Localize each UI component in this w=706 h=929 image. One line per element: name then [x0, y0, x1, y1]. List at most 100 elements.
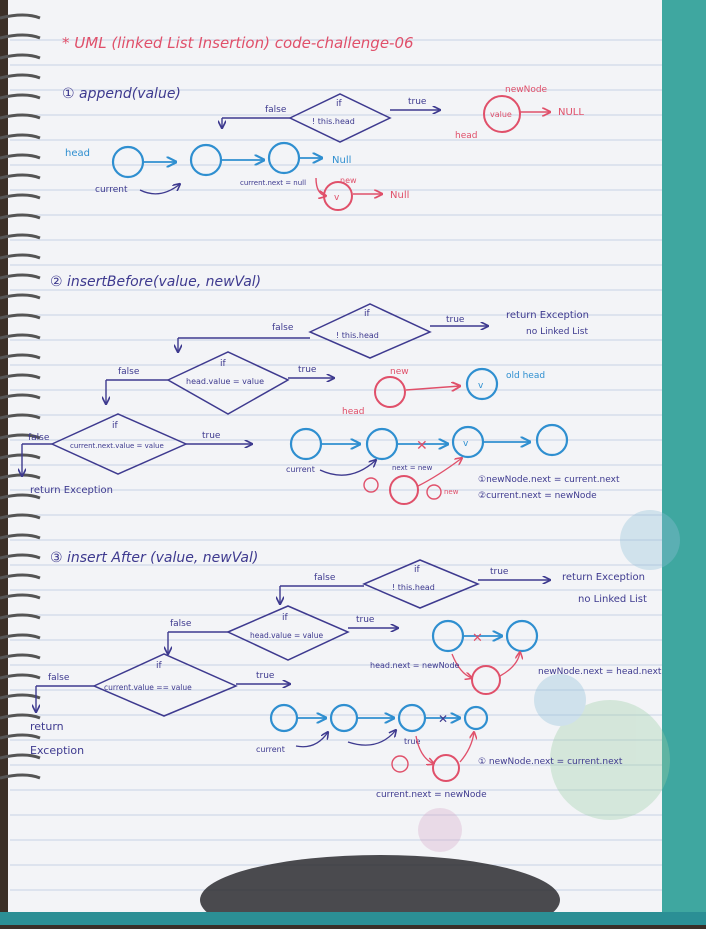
section2-new-small: new: [444, 488, 459, 496]
s2-inserted-node: [389, 475, 419, 505]
s2-old-head: old head: [506, 371, 545, 381]
s1-if: if: [336, 99, 343, 109]
s1-condition: ! this.head: [312, 117, 355, 126]
section3-cond3-if: if: [156, 661, 163, 671]
s3-cond-1: ! this.head: [392, 583, 435, 592]
section2-false3: false: [28, 433, 50, 443]
s1-decision-diamond: [288, 93, 392, 143]
s2-decision-1: [308, 303, 432, 359]
s1-current-next-null: current.next = null: [240, 179, 306, 187]
s2-new-node: [374, 376, 406, 408]
s2-cut-icon: ✕: [416, 438, 428, 454]
s1-null-new: NULL: [558, 107, 584, 118]
s2-cond-2: head.value = value: [186, 377, 264, 386]
s1-newnode-label: newNode: [505, 85, 548, 95]
s1-newnode-value: value: [490, 110, 512, 119]
s1-null: Null: [332, 155, 351, 166]
s1-node-3: [267, 141, 301, 175]
spiral-binding: [0, 13, 41, 780]
bottom-edge: [0, 912, 706, 925]
s2-step-1-marker: [426, 484, 442, 500]
shadow: [200, 855, 560, 929]
s2-step-1: ①newNode.next = current.next: [478, 475, 620, 485]
section3-true-small: true: [404, 737, 420, 746]
paper-sheet: [8, 0, 668, 925]
section2-head: head: [342, 407, 364, 417]
s1-null-2: Null: [390, 190, 409, 201]
s2-old-head-node: [465, 367, 499, 401]
s1-new: new: [340, 176, 357, 185]
section3-cond1-if: if: [414, 565, 421, 575]
section3-false2: false: [170, 619, 192, 629]
s2-node-4: [535, 423, 569, 457]
section2-false1: false: [272, 323, 294, 333]
s2-step-2: ②current.next = newNode: [478, 491, 597, 501]
s2-cond-1: ! this.head: [336, 331, 379, 340]
page-title: * UML (linked List Insertion) code-chall…: [62, 34, 414, 52]
section2-v: v: [463, 439, 469, 449]
svg-text:✕: ✕: [438, 712, 448, 726]
section3-true2: true: [356, 615, 375, 625]
s3-decision-1: [362, 559, 480, 609]
s3-step-2-marker: [391, 755, 409, 773]
section2-cond2-if: if: [220, 359, 227, 369]
s1-current: current: [95, 185, 128, 195]
s3-head-next: head.next = newNode: [370, 661, 460, 670]
s3-node-2: [329, 703, 359, 733]
teal-cover: [662, 0, 706, 925]
s2-current: current: [286, 465, 315, 474]
s3-current-next-newnode: current.next = newNode: [376, 790, 487, 800]
svg-text:✕: ✕: [472, 631, 483, 646]
s2-node-1: [289, 427, 323, 461]
section2-next-label: next = new: [392, 464, 433, 472]
s3-decision-2: [226, 605, 350, 661]
s1-head-new: head: [455, 131, 477, 141]
section2-true1: true: [446, 315, 465, 325]
section3-false3: false: [48, 673, 70, 683]
s3-newnode-next-current: ① newNode.next = current.next: [478, 757, 623, 767]
s2-return-1: return Exception: [506, 310, 589, 321]
s2-node-3: [451, 425, 485, 459]
section2-heading: ② insertBefore(value, newVal): [50, 274, 261, 290]
section2-false2: false: [118, 367, 140, 377]
section2-v: v: [478, 381, 484, 391]
s3-cond-2: head.value = value: [250, 631, 324, 640]
section2-cond1-if: if: [364, 309, 371, 319]
s3-return-1: return Exception: [562, 572, 645, 583]
section2-true2: true: [298, 365, 317, 375]
s2-return-3: return Exception: [30, 485, 113, 496]
s3-newnode-next-head: newNode.next = head.next: [538, 667, 662, 677]
section3-cond2-if: if: [282, 613, 289, 623]
s1-head: head: [65, 148, 90, 159]
s1-node-1: [111, 145, 145, 179]
s2-cond-3: current.next.value = value: [70, 442, 164, 450]
section1-heading: ① append(value): [62, 86, 181, 102]
s1-v: v: [334, 193, 340, 203]
s3-node-4: [463, 705, 489, 731]
s3-node-1: [269, 703, 299, 733]
s3-head-node: [431, 619, 465, 653]
s2-node-2: [365, 427, 399, 461]
s1-false: false: [265, 105, 287, 115]
s3-new-node-b: [432, 754, 460, 782]
section2-cond3-if: if: [112, 421, 119, 431]
flower-watermark: [418, 510, 680, 852]
section3-heading: ③ insert After (value, newVal): [50, 550, 258, 566]
section2-true3: true: [202, 431, 221, 441]
s2-step-2-marker: [363, 477, 379, 493]
s1-node-2: [189, 143, 223, 177]
section3-true1: true: [490, 567, 509, 577]
section3-true3: true: [256, 671, 275, 681]
section2-return1b: no Linked List: [526, 327, 588, 337]
s2-decision-2: [166, 351, 290, 415]
s3-cond-3: current.value == value: [104, 683, 192, 692]
section2-new: new: [390, 367, 409, 377]
s1-newnode-circle: [483, 95, 521, 133]
section3-return1b: no Linked List: [578, 594, 647, 605]
s3-return-3b: Exception: [30, 744, 84, 757]
s1-true: true: [408, 97, 427, 107]
s3-current: current: [256, 745, 285, 754]
s3-decision-3: [92, 653, 238, 717]
